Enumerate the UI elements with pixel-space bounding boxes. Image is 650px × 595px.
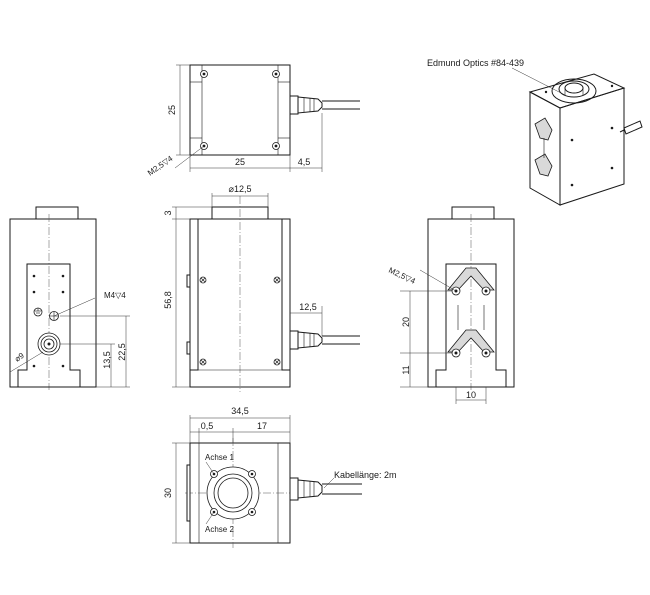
ground-symbol: [33, 307, 43, 317]
dim-front-bump-height: 3: [163, 210, 173, 215]
dim-right-3: 10: [466, 390, 476, 400]
sensor-aperture: [206, 466, 260, 520]
screw: [273, 358, 281, 366]
isometric-clip: [534, 117, 553, 177]
isometric-aperture: [551, 78, 597, 104]
mounting-clip-lower: [447, 329, 495, 358]
dim-front-height: 56,8: [163, 291, 173, 309]
screw: [273, 276, 281, 284]
label-axis-2: Achse 2: [205, 525, 234, 534]
right-side-view: M2,5▽4 20 11 10: [387, 206, 515, 404]
screw: [199, 276, 207, 284]
dim-bottom-right: 17: [257, 421, 267, 431]
mounting-hole: [272, 142, 280, 150]
mounting-hole: [200, 70, 208, 78]
front-view: ⌀12,5 3 56,8 12,5: [163, 184, 360, 392]
dim-bottom-left: 0,5: [201, 421, 214, 431]
dim-top-hole: M2,5▽4: [146, 154, 175, 178]
isometric-cable: [619, 120, 643, 135]
cable-connector: [289, 330, 360, 350]
dim-right-2: 11: [401, 365, 411, 374]
screw: [199, 358, 207, 366]
mounting-hole: [272, 70, 280, 78]
dim-front-bump-dia: ⌀12,5: [229, 184, 252, 194]
top-view: 25 25 4,5 M2,5▽4: [146, 64, 360, 178]
dim-left-1: 13,5: [102, 351, 112, 369]
cable-connector: [289, 95, 360, 115]
cable-connector: [289, 477, 362, 501]
connector-socket: [37, 332, 61, 356]
dim-right-hole: M2,5▽4: [387, 266, 417, 286]
dim-right-1: 20: [401, 317, 411, 327]
bottom-view: 34,5 0,5 17 30 Achse 1 Achse 2 Kabelläng…: [163, 406, 397, 548]
label-axis-1: Achse 1: [205, 453, 234, 462]
dim-top-height: 25: [167, 105, 177, 115]
product-callout: Edmund Optics #84-439: [427, 58, 524, 68]
left-side-view: M4▽4 ⌀9 13,5 22,5: [9, 206, 130, 390]
dim-top-offset: 4,5: [298, 157, 311, 167]
dim-front-cable-offset: 12,5: [299, 302, 317, 312]
dim-left-connector: ⌀9: [13, 351, 26, 364]
label-cable-length: Kabellänge: 2m: [334, 470, 397, 480]
dim-bottom-height: 30: [163, 488, 173, 498]
dim-top-width: 25: [235, 157, 245, 167]
isometric-view: Edmund Optics #84-439: [427, 58, 643, 206]
dim-bottom-width: 34,5: [231, 406, 249, 416]
dim-left-2: 22,5: [117, 343, 127, 361]
dim-left-hole: M4▽4: [104, 291, 126, 300]
